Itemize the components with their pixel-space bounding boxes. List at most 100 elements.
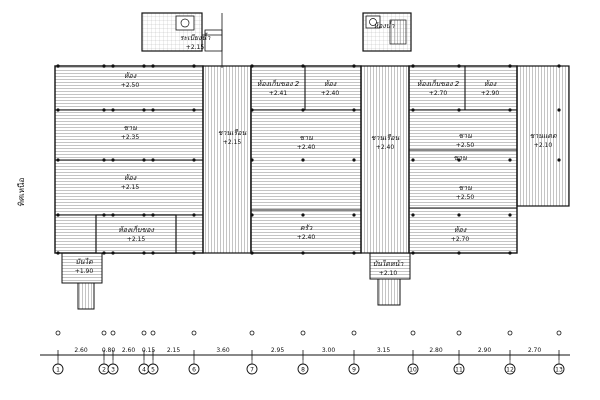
grid-bubble: [553, 363, 565, 375]
room-store-3: ห้องเก็บของ 2 +2.70: [417, 79, 460, 97]
room-name: ห้องเก็บของ: [118, 225, 154, 234]
dimension-label: 2.70: [528, 347, 542, 354]
column: [111, 158, 115, 162]
column: [250, 251, 254, 255]
grid-dot: [141, 330, 147, 336]
grid-dot: [55, 330, 61, 336]
grid-label: 6: [192, 367, 196, 374]
column: [508, 213, 512, 217]
room-name: ห้อง: [124, 72, 137, 80]
column: [301, 213, 305, 217]
column: [250, 213, 254, 217]
grid-dot: [249, 330, 255, 336]
grid-bubble: [107, 363, 119, 375]
column: [250, 64, 254, 68]
dimension-label: 0.15: [142, 347, 156, 354]
column: [508, 158, 512, 162]
grid-bubble: [453, 363, 465, 375]
room-level: +1.90: [75, 268, 94, 275]
room-corridor-1: ชานเรือน+2.15: [218, 129, 247, 146]
room-hall-4: ชาน: [453, 154, 467, 162]
column: [111, 108, 115, 112]
room-level: +2.35: [121, 134, 140, 141]
column: [508, 108, 512, 112]
column: [457, 213, 461, 217]
dimension-label: 2.90: [478, 347, 492, 354]
column: [151, 158, 155, 162]
room-level: +2.40: [297, 234, 316, 241]
column: [111, 64, 115, 68]
dimension-label: 0.80: [102, 347, 116, 354]
grid-label: 8: [301, 367, 305, 374]
room-bed-5: ห้อง+2.70: [451, 226, 470, 243]
dimension-label: 2.80: [429, 347, 443, 354]
room-corridor-2: ชานเรือน+2.40: [371, 134, 400, 151]
column: [192, 213, 196, 217]
room-bed-1: ห้อง +2.50: [121, 72, 140, 89]
bathroom-east: [362, 12, 412, 52]
room-name: ห้องเก็บของ 2: [417, 79, 460, 88]
grid-label: 7: [250, 367, 254, 374]
grid-bubble: [348, 363, 360, 375]
room-name: ห้อง: [124, 174, 137, 182]
room-level: +2.10: [379, 270, 398, 277]
column: [557, 108, 561, 112]
column: [142, 158, 146, 162]
column: [192, 108, 196, 112]
room-name: ห้องเก็บของ 2: [257, 79, 300, 88]
dimension-label: 2.95: [271, 347, 285, 354]
grid-bubble: [407, 363, 419, 375]
column: [142, 108, 146, 112]
column: [56, 158, 60, 162]
column: [457, 64, 461, 68]
room-level: +2.41: [269, 90, 288, 97]
column: [352, 108, 356, 112]
grid-dot: [191, 330, 197, 336]
column: [411, 108, 415, 112]
room-name: ห้อง: [454, 226, 467, 234]
column: [301, 251, 305, 255]
grid-label: 13: [555, 367, 563, 374]
north-label: ทิศเหนือ: [17, 177, 26, 206]
column: [352, 213, 356, 217]
column: [142, 213, 146, 217]
room-name: ชาน: [453, 154, 467, 162]
column: [411, 213, 415, 217]
grid-dot: [150, 330, 156, 336]
grid-bubble: [297, 363, 309, 375]
room-level: +2.50: [121, 82, 140, 89]
room-name: ห้อง: [484, 80, 497, 88]
column: [56, 213, 60, 217]
stair-west: [61, 252, 103, 310]
grid-label: 5: [151, 367, 155, 374]
bathroom-west: [141, 12, 223, 68]
column: [457, 108, 461, 112]
column: [508, 251, 512, 255]
dimension-label: 3.60: [216, 347, 230, 354]
column: [56, 251, 60, 255]
grid-dot: [456, 330, 462, 336]
room-level: +2.10: [534, 142, 553, 149]
room-porch-nw: ระเบียงน้ำ+2.15: [180, 32, 212, 51]
grid-bubble: [504, 363, 516, 375]
dimension-label: 2.15: [167, 347, 181, 354]
grid-bubble: [52, 363, 64, 375]
column: [508, 64, 512, 68]
column: [457, 158, 461, 162]
column: [557, 158, 561, 162]
room-level: +2.70: [429, 90, 448, 97]
room-porch-ne: ห้องน้ำ: [374, 20, 396, 30]
room-level: +2.40: [321, 90, 340, 97]
column: [411, 158, 415, 162]
room-level: +2.90: [481, 90, 500, 97]
column: [142, 64, 146, 68]
grid-label: 12: [506, 367, 514, 374]
grid-dot: [556, 330, 562, 336]
room-kitchen-1: ครัว+2.40: [297, 224, 316, 241]
dimension-label: 2.60: [122, 347, 136, 354]
column: [102, 251, 106, 255]
grid-label: 2: [102, 367, 106, 374]
room-name: ชาน: [458, 132, 472, 140]
